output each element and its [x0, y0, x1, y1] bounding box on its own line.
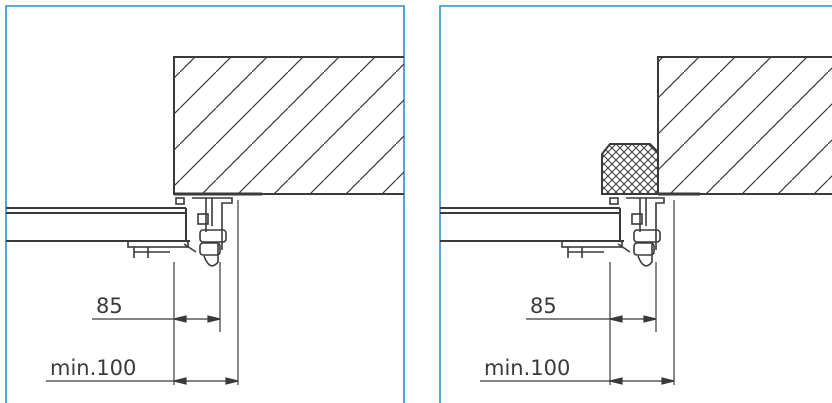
right-seal-gasket — [601, 143, 659, 195]
left-dim-large-label: min.100 — [50, 356, 136, 380]
left-panel-frame — [5, 5, 405, 403]
right-dim-small-label: 85 — [530, 294, 557, 318]
right-door-leaf — [440, 207, 624, 242]
right-dim-large-label: min.100 — [484, 356, 570, 380]
left-dimensions — [46, 200, 239, 385]
right-dimensions — [480, 200, 675, 385]
right-panel: 85 min.100 — [439, 5, 832, 403]
right-panel-frame — [439, 5, 832, 403]
left-panel: 85 min.100 — [5, 5, 405, 403]
right-hardware-fitting — [561, 197, 665, 267]
left-dim-small-label: 85 — [96, 294, 123, 318]
left-door-leaf — [6, 207, 190, 242]
right-wall-section — [657, 56, 832, 196]
left-wall-section — [173, 56, 404, 196]
left-hardware-fitting — [127, 197, 233, 267]
